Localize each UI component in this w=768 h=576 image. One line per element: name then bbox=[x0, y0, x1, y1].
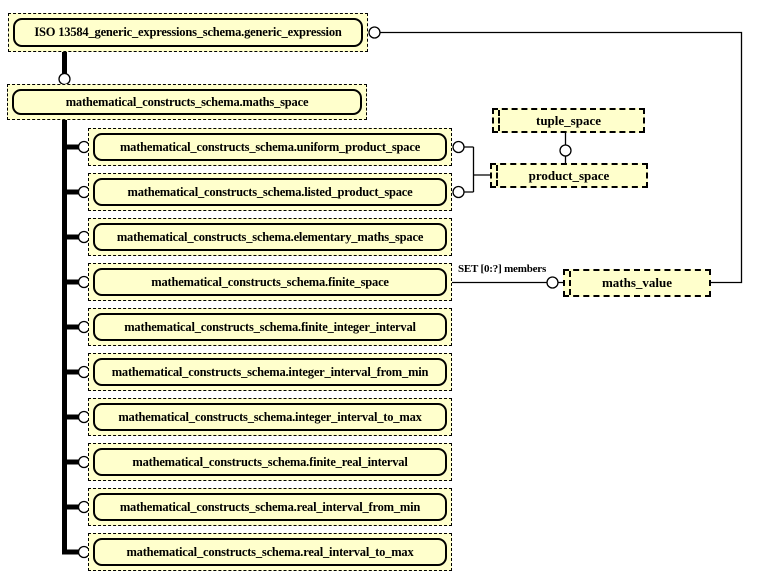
node-maths-space-label: mathematical_constructs_schema.maths_spa… bbox=[12, 89, 362, 115]
node-tuple-space: tuple_space bbox=[492, 108, 645, 133]
node-tuple-space-label: tuple_space bbox=[536, 112, 601, 128]
node-uniform-product-space: mathematical_constructs_schema.uniform_p… bbox=[88, 128, 452, 166]
node-elementary-maths-space: mathematical_constructs_schema.elementar… bbox=[88, 218, 452, 256]
subtype-label: mathematical_constructs_schema.integer_i… bbox=[93, 403, 447, 431]
node-integer-interval-to-max: mathematical_constructs_schema.integer_i… bbox=[88, 398, 452, 436]
node-generic-expression-label: ISO 13584_generic_expressions_schema.gen… bbox=[13, 18, 363, 47]
node-maths-value: maths_value bbox=[563, 269, 711, 297]
node-real-interval-from-min: mathematical_constructs_schema.real_inte… bbox=[88, 488, 452, 526]
select-type-bar bbox=[498, 110, 500, 131]
subtype-label: mathematical_constructs_schema.finite_in… bbox=[93, 313, 447, 341]
maths-value-left-circle bbox=[546, 276, 559, 289]
product-space-top-circle bbox=[559, 144, 572, 157]
maths-value-to-generic-expression-line bbox=[380, 31, 743, 284]
node-generic-expression: ISO 13584_generic_expressions_schema.gen… bbox=[8, 13, 368, 52]
subtype-label: mathematical_constructs_schema.finite_re… bbox=[93, 448, 447, 476]
subtype-spine bbox=[62, 119, 79, 555]
listed-product-space-right-circle bbox=[452, 185, 465, 199]
maths-space-top-circle bbox=[58, 72, 71, 86]
subtype-label: mathematical_constructs_schema.elementar… bbox=[93, 223, 447, 251]
node-listed-product-space: mathematical_constructs_schema.listed_pr… bbox=[88, 173, 452, 211]
node-maths-value-label: maths_value bbox=[601, 275, 673, 290]
select-type-bar bbox=[496, 165, 498, 186]
subtype-stubs bbox=[64, 144, 79, 510]
subtype-label: mathematical_constructs_schema.uniform_p… bbox=[93, 133, 447, 161]
uniform-product-space-right-circle bbox=[452, 140, 465, 154]
node-real-interval-to-max: mathematical_constructs_schema.real_inte… bbox=[88, 533, 452, 571]
node-finite-real-interval: mathematical_constructs_schema.finite_re… bbox=[88, 443, 452, 481]
node-finite-space: mathematical_constructs_schema.finite_sp… bbox=[88, 263, 452, 301]
node-finite-integer-interval: mathematical_constructs_schema.finite_in… bbox=[88, 308, 452, 346]
node-maths-space: mathematical_constructs_schema.maths_spa… bbox=[7, 84, 367, 120]
select-type-bar bbox=[569, 271, 571, 295]
subtype-label: mathematical_constructs_schema.listed_pr… bbox=[93, 178, 447, 206]
subtype-label: mathematical_constructs_schema.real_inte… bbox=[93, 493, 447, 521]
node-product-space: product_space bbox=[490, 163, 648, 188]
subtype-label: mathematical_constructs_schema.finite_sp… bbox=[93, 268, 447, 296]
members-attribute-label: SET [0:?] members bbox=[458, 263, 547, 275]
generic-expression-right-circle bbox=[368, 26, 381, 39]
product-space-subtype-lines bbox=[464, 146, 490, 193]
node-product-space-label: product_space bbox=[528, 167, 610, 183]
node-integer-interval-from-min: mathematical_constructs_schema.integer_i… bbox=[88, 353, 452, 391]
subtype-label: mathematical_constructs_schema.integer_i… bbox=[93, 358, 447, 386]
subtype-label: mathematical_constructs_schema.real_inte… bbox=[93, 538, 447, 566]
